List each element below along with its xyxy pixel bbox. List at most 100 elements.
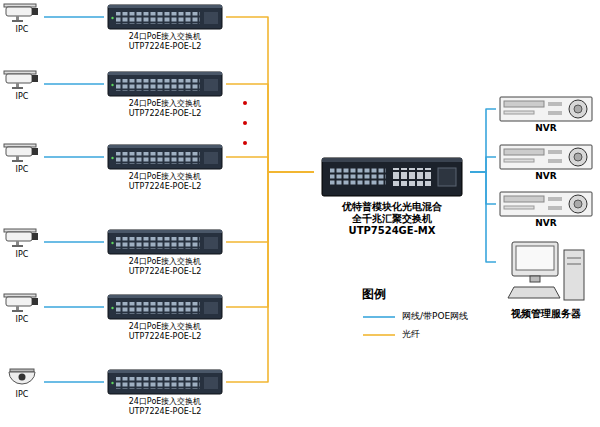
fiber-link	[226, 172, 314, 242]
legend-row: 光纤	[402, 329, 420, 340]
core-ports	[330, 168, 386, 186]
fiber-link	[226, 157, 314, 172]
node-text: IPC	[0, 165, 44, 175]
network-cable	[470, 172, 496, 262]
legend-samples	[363, 317, 395, 335]
server-node: 视频管理服务器	[496, 238, 596, 320]
camera-node: IPC	[0, 369, 44, 400]
switch-icon	[108, 5, 222, 29]
node-text: 24口PoE接入交换机	[104, 397, 226, 407]
core-chassis	[322, 158, 462, 196]
ellipsis-dots	[243, 101, 247, 145]
switch-icon	[108, 370, 222, 394]
camera-node: IPC	[0, 229, 44, 260]
nvr-node: NVR	[496, 95, 596, 134]
dome-camera-icon	[9, 369, 35, 384]
node-text: UTP7224E-POE-L2	[104, 407, 226, 417]
server-icon	[508, 242, 584, 300]
network-cable	[44, 156, 104, 158]
node-text: NVR	[496, 123, 596, 134]
network-cable	[44, 16, 104, 18]
switch-node: 24口PoE接入交换机UTP7224E-POE-L2	[104, 370, 226, 416]
core-switch-node: 优特普模块化光电混合 全千兆汇聚交换机UTP7524GE-MX	[314, 156, 470, 237]
nvr-node: NVR	[496, 143, 596, 182]
camera-node: IPC	[0, 4, 44, 35]
node-text: NVR	[496, 171, 596, 182]
ellipsis-dot	[243, 101, 247, 105]
tower-slot	[567, 258, 581, 259]
legend-row: 网线/带POE网线	[402, 311, 468, 322]
node-text: 24口PoE接入交换机	[104, 257, 226, 267]
node-text: UTP7224E-POE-L2	[104, 267, 226, 277]
tower-slot	[567, 264, 581, 265]
node-text: 24口PoE接入交换机	[104, 99, 226, 109]
node-text: NVR	[496, 218, 596, 229]
node-text: UTP7524GE-MX	[314, 225, 470, 237]
node-text: IPC	[0, 92, 44, 102]
node-text: UTP7224E-POE-L2	[104, 109, 226, 119]
legend-line-sample	[363, 316, 395, 318]
camera-icons	[4, 4, 38, 384]
network-cable	[44, 381, 104, 383]
tower	[564, 250, 584, 300]
switch-node: 24口PoE接入交换机UTP7224E-POE-L2	[104, 5, 226, 51]
switch-node: 24口PoE接入交换机UTP7224E-POE-L2	[104, 72, 226, 118]
network-cable	[470, 172, 496, 204]
switch-icon	[108, 295, 222, 319]
node-text: UTP7224E-POE-L2	[104, 42, 226, 52]
nvr-icon	[500, 145, 592, 169]
nvr-node: NVR	[496, 190, 596, 229]
switch-icon	[108, 230, 222, 254]
ellipsis-dot	[243, 121, 247, 125]
core-module	[438, 168, 456, 186]
camera-icon	[4, 4, 38, 22]
legend-line-sample	[363, 334, 395, 336]
nvr-icons	[500, 97, 592, 216]
switch-icon	[108, 145, 222, 169]
network-cable	[44, 241, 104, 243]
node-text: IPC	[0, 25, 44, 35]
core-sfp-ports	[392, 168, 432, 186]
core-bevel	[322, 158, 462, 162]
fiber-link	[226, 172, 314, 307]
network-cable	[44, 306, 104, 308]
camera-node: IPC	[0, 144, 44, 175]
monitor-stand	[530, 276, 540, 282]
nvr-icon	[500, 97, 592, 121]
fiber-link	[226, 17, 314, 172]
node-text: 优特普模块化光电混合 全千兆汇聚交换机	[314, 201, 470, 225]
node-text: IPC	[0, 250, 44, 260]
camera-icon	[4, 229, 38, 247]
network-cable	[470, 109, 496, 172]
switch-icon	[108, 72, 222, 96]
switch-node: 24口PoE接入交换机UTP7224E-POE-L2	[104, 230, 226, 276]
nvr-icon	[500, 192, 592, 216]
ellipsis-dot	[243, 141, 247, 145]
legend-text: 网线/带POE网线	[402, 311, 468, 321]
node-text: 24口PoE接入交换机	[104, 172, 226, 182]
keyboard	[508, 287, 560, 298]
legend-title: 图例	[362, 287, 386, 301]
switch-node: 24口PoE接入交换机UTP7224E-POE-L2	[104, 145, 226, 191]
screen	[516, 246, 554, 270]
node-text: 24口PoE接入交换机	[104, 32, 226, 42]
camera-node: IPC	[0, 71, 44, 102]
camera-icon	[4, 294, 38, 312]
monitor	[512, 242, 558, 276]
core-switch-icon	[322, 158, 462, 196]
node-text: IPC	[0, 390, 44, 400]
node-text: UTP7224E-POE-L2	[104, 332, 226, 342]
fiber-link	[226, 84, 314, 172]
network-cable	[44, 83, 104, 85]
camera-icon	[4, 71, 38, 89]
fiber-link	[226, 172, 314, 382]
node-text: 视频管理服务器	[496, 308, 596, 320]
legend-text: 光纤	[402, 329, 420, 339]
node-text: IPC	[0, 315, 44, 325]
switch-node: 24口PoE接入交换机UTP7224E-POE-L2	[104, 295, 226, 341]
node-text: 24口PoE接入交换机	[104, 322, 226, 332]
node-text: UTP7224E-POE-L2	[104, 182, 226, 192]
camera-node: IPC	[0, 294, 44, 325]
